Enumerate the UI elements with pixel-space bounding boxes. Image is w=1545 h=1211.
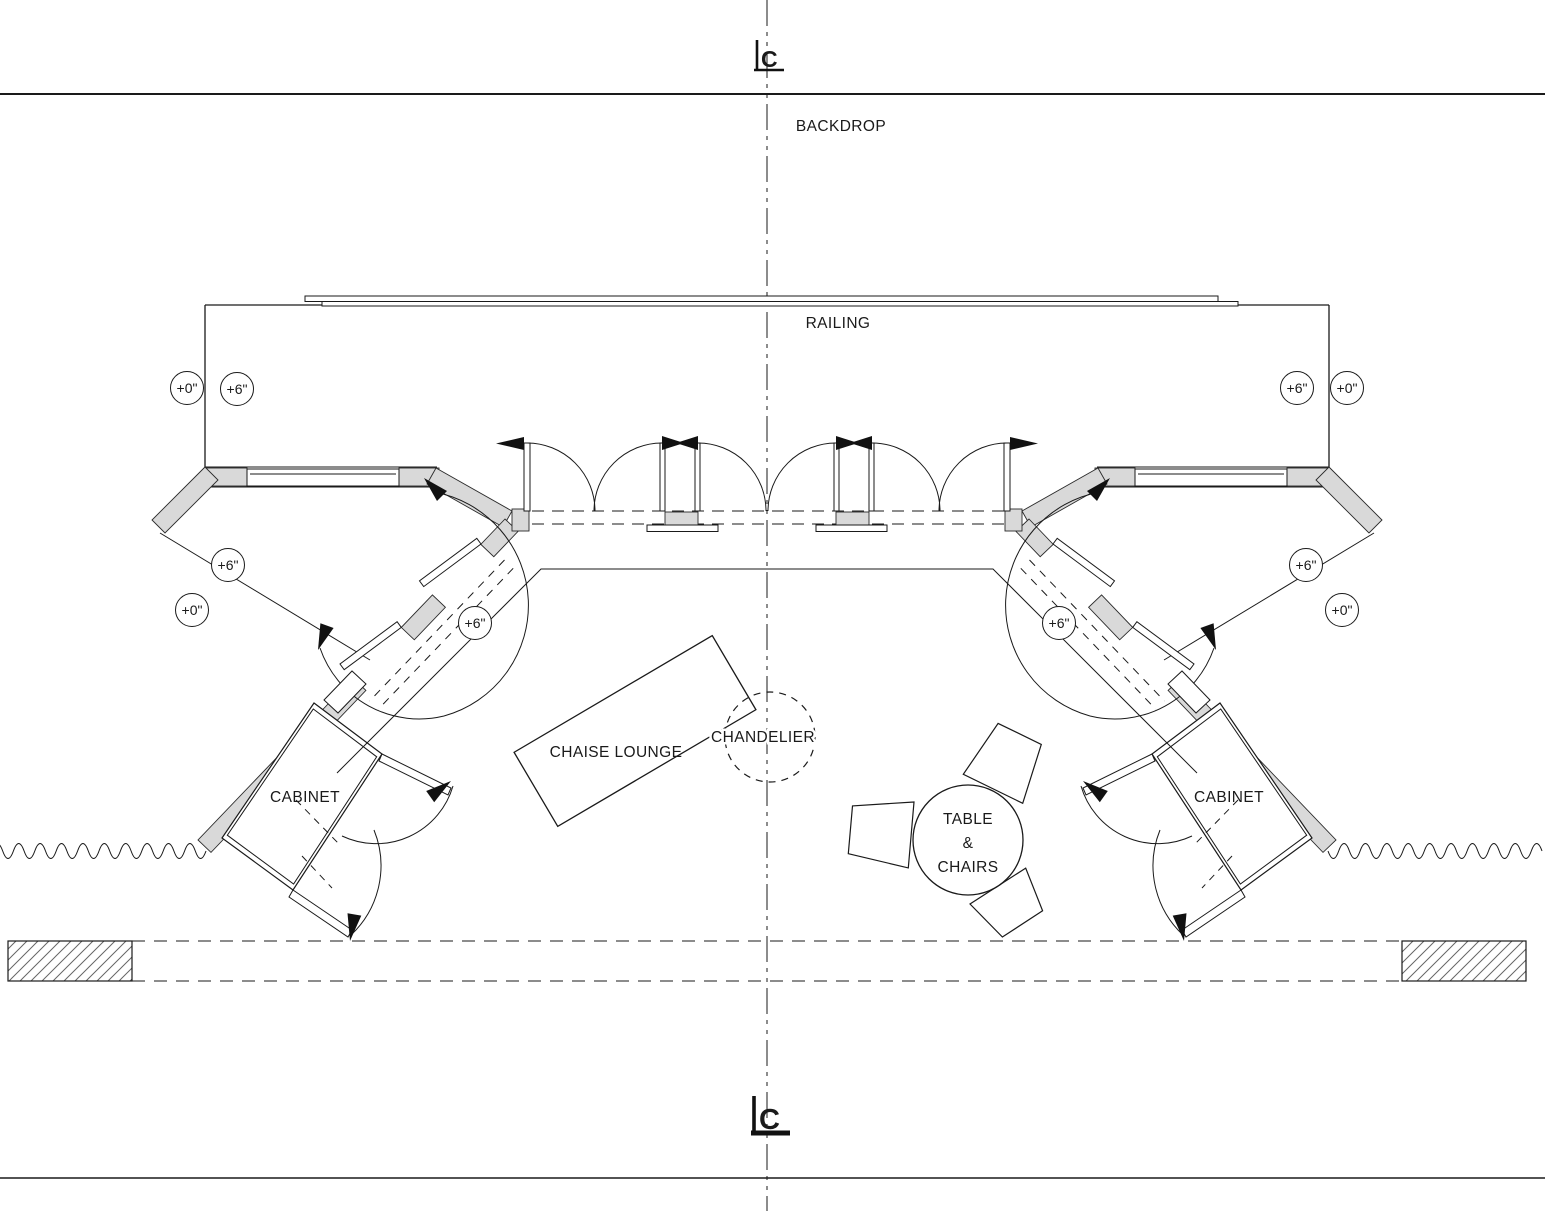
elevation-marker: +0": [1325, 593, 1359, 627]
svg-text:+6": +6": [465, 615, 486, 631]
svg-text:+6": +6": [1296, 557, 1317, 573]
svg-text:+6": +6": [1049, 615, 1070, 631]
elevation-marker: +6": [1280, 371, 1314, 405]
downstage-edge: [7, 940, 1527, 982]
elevation-marker: +6": [211, 548, 245, 582]
chair: [847, 801, 915, 869]
chandelier: [724, 691, 816, 783]
centerline-symbol-bottom: C: [751, 1096, 790, 1136]
svg-text:+0": +0": [182, 602, 203, 618]
elevation-marker: +6": [220, 372, 254, 406]
stage-left-geometry: [0, 304, 767, 942]
vestibule-platform-edge: [336, 568, 1198, 774]
elevation-marker: +0": [1330, 371, 1364, 405]
table-label: TABLE: [943, 811, 993, 828]
elevation-marker: +6": [458, 606, 492, 640]
elevation-markers: +0" +6" +6" +0" +6" +0" +6" +0": [170, 371, 1364, 640]
railing-outer: [304, 295, 1219, 302]
table-label: &: [963, 835, 974, 852]
svg-text:+6": +6": [227, 381, 248, 397]
svg-text:+6": +6": [218, 557, 239, 573]
table-and-chairs: TABLE & CHAIRS: [847, 722, 1044, 938]
svg-text:+6": +6": [1287, 380, 1308, 396]
svg-text:C: C: [761, 46, 778, 72]
backdrop-label: BACKDROP: [796, 118, 886, 135]
cabinet-left-label: CABINET: [270, 789, 340, 806]
table-label: CHAIRS: [938, 859, 999, 876]
chaise-lounge-label: CHAISE LOUNGE: [550, 744, 683, 761]
cabinet-right-label: CABINET: [1194, 789, 1264, 806]
svg-text:+0": +0": [1332, 602, 1353, 618]
chandelier-label: CHANDELIER: [711, 729, 815, 746]
centerline-symbol-top: C: [754, 40, 784, 72]
elevation-marker: +6": [1042, 606, 1076, 640]
chair: [962, 722, 1043, 805]
masking-block-left: [7, 940, 133, 982]
chair: [969, 867, 1044, 938]
svg-text:+0": +0": [177, 380, 198, 396]
railing-label: RAILING: [806, 315, 871, 332]
elevation-marker: +0": [175, 593, 209, 627]
chaise-lounge: [513, 634, 757, 828]
elevation-marker: +0": [170, 371, 204, 405]
svg-text:C: C: [759, 1104, 780, 1136]
elevation-marker: +6": [1289, 548, 1323, 582]
svg-text:+0": +0": [1337, 380, 1358, 396]
masking-block-right: [1401, 940, 1527, 982]
table: [912, 784, 1024, 896]
railing-inner: [321, 301, 1239, 307]
